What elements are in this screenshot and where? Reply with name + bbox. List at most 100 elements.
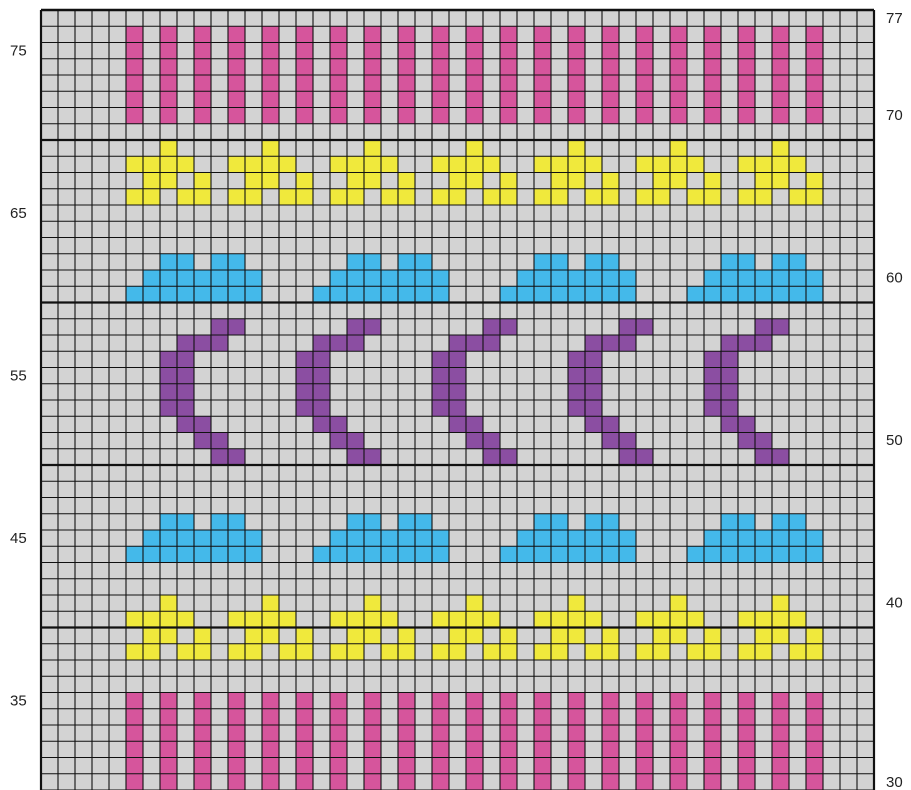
stitch-cell xyxy=(687,91,704,107)
stitch-cell xyxy=(41,579,58,595)
stitch-cell-colored xyxy=(789,530,806,546)
stitch-cell xyxy=(806,319,823,335)
stitch-cell xyxy=(551,416,568,432)
stitch-cell xyxy=(687,59,704,75)
stitch-cell xyxy=(126,351,143,367)
stitch-cell xyxy=(602,221,619,237)
stitch-cell xyxy=(75,286,92,302)
stitch-cell-colored xyxy=(398,741,415,757)
stitch-cell xyxy=(500,368,517,384)
stitch-cell xyxy=(58,319,75,335)
stitch-cell-colored xyxy=(483,189,500,205)
stitch-cell-colored xyxy=(211,319,228,335)
stitch-cell-colored xyxy=(500,189,517,205)
stitch-cell xyxy=(211,611,228,627)
stitch-cell-colored xyxy=(398,628,415,644)
stitch-cell xyxy=(92,140,109,156)
stitch-cell xyxy=(687,774,704,790)
stitch-cell xyxy=(823,59,840,75)
stitch-cell xyxy=(177,221,194,237)
stitch-cell xyxy=(789,10,806,26)
stitch-cell xyxy=(687,384,704,400)
stitch-cell-colored xyxy=(704,26,721,42)
stitch-cell xyxy=(262,124,279,140)
stitch-cell xyxy=(619,465,636,481)
stitch-cell-colored xyxy=(228,270,245,286)
stitch-cell xyxy=(670,449,687,465)
stitch-cell-colored xyxy=(670,709,687,725)
stitch-cell-colored xyxy=(330,693,347,709)
stitch-cell xyxy=(806,205,823,221)
stitch-cell-colored xyxy=(670,725,687,741)
stitch-cell-colored xyxy=(755,156,772,172)
stitch-cell xyxy=(330,400,347,416)
stitch-cell xyxy=(109,563,126,579)
stitch-cell-colored xyxy=(568,546,585,562)
stitch-cell xyxy=(313,741,330,757)
stitch-cell-colored xyxy=(330,758,347,774)
stitch-cell xyxy=(415,676,432,692)
stitch-cell xyxy=(58,254,75,270)
stitch-cell-colored xyxy=(177,530,194,546)
stitch-cell-colored xyxy=(670,611,687,627)
stitch-cell xyxy=(636,579,653,595)
stitch-cell xyxy=(143,368,160,384)
stitch-cell xyxy=(194,368,211,384)
stitch-cell xyxy=(364,676,381,692)
stitch-cell xyxy=(347,384,364,400)
stitch-cell xyxy=(602,449,619,465)
stitch-cell xyxy=(228,335,245,351)
stitch-cell-colored xyxy=(755,319,772,335)
stitch-cell xyxy=(415,368,432,384)
stitch-cell xyxy=(636,10,653,26)
stitch-cell-colored xyxy=(585,400,602,416)
stitch-cell-colored xyxy=(398,693,415,709)
stitch-cell xyxy=(194,303,211,319)
stitch-cell xyxy=(449,433,466,449)
stitch-cell-colored xyxy=(755,433,772,449)
stitch-cell xyxy=(840,693,857,709)
stitch-cell xyxy=(177,741,194,757)
stitch-cell-colored xyxy=(313,368,330,384)
stitch-cell xyxy=(449,270,466,286)
stitch-cell xyxy=(840,238,857,254)
stitch-cell xyxy=(653,140,670,156)
stitch-cell xyxy=(840,709,857,725)
stitch-cell-colored xyxy=(568,26,585,42)
stitch-cell xyxy=(687,660,704,676)
stitch-cell xyxy=(789,741,806,757)
stitch-cell xyxy=(534,676,551,692)
stitch-cell-colored xyxy=(585,546,602,562)
stitch-cell-colored xyxy=(466,725,483,741)
stitch-cell-colored xyxy=(364,59,381,75)
stitch-cell xyxy=(41,270,58,286)
stitch-cell-colored xyxy=(466,774,483,790)
stitch-cell-colored xyxy=(364,514,381,530)
stitch-cell-colored xyxy=(398,270,415,286)
stitch-cell xyxy=(704,238,721,254)
stitch-cell-colored xyxy=(619,530,636,546)
stitch-cell xyxy=(585,75,602,91)
stitch-cell xyxy=(704,498,721,514)
stitch-cell xyxy=(296,205,313,221)
stitch-cell-colored xyxy=(211,433,228,449)
stitch-cell-colored xyxy=(636,725,653,741)
stitch-cell xyxy=(653,449,670,465)
stitch-cell xyxy=(398,124,415,140)
stitch-cell xyxy=(619,481,636,497)
stitch-cell-colored xyxy=(466,741,483,757)
stitch-cell xyxy=(687,173,704,189)
stitch-cell xyxy=(738,238,755,254)
stitch-cell-colored xyxy=(398,774,415,790)
stitch-cell xyxy=(687,205,704,221)
stitch-cell xyxy=(602,10,619,26)
stitch-cell xyxy=(398,676,415,692)
stitch-cell xyxy=(126,400,143,416)
stitch-cell xyxy=(313,270,330,286)
stitch-cell xyxy=(840,335,857,351)
stitch-cell xyxy=(41,286,58,302)
stitch-cell xyxy=(840,758,857,774)
stitch-cell xyxy=(381,400,398,416)
stitch-cell xyxy=(381,693,398,709)
stitch-cell xyxy=(313,530,330,546)
